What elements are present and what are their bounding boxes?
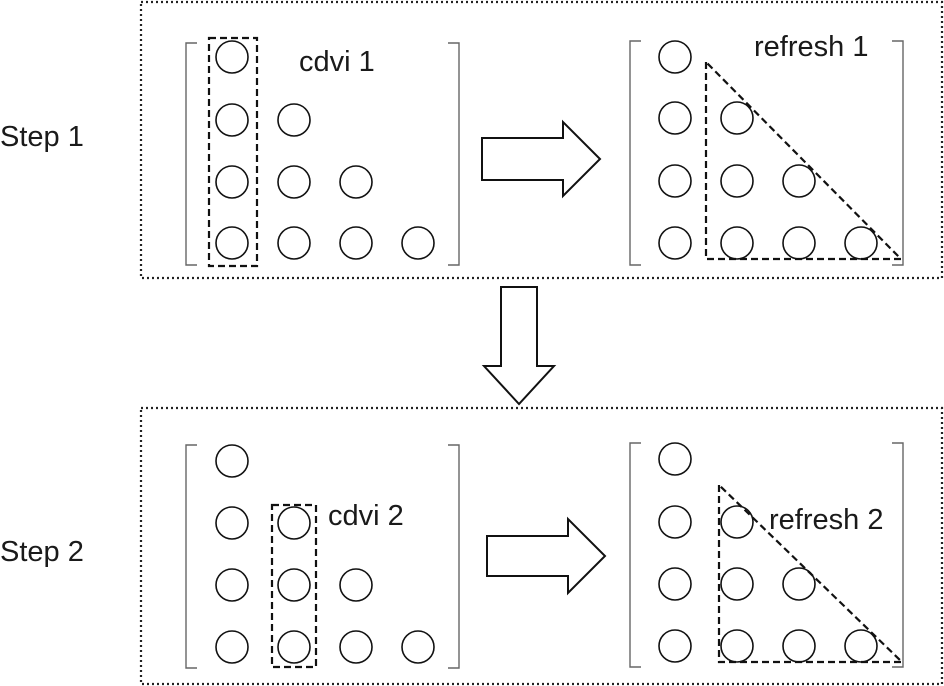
matrix-entry xyxy=(658,101,692,135)
right-bracket xyxy=(892,442,904,668)
step-2-label: Step 2 xyxy=(0,536,84,568)
matrix-entry xyxy=(720,629,754,663)
matrix-entry xyxy=(277,630,311,664)
refresh-caption: refresh 2 xyxy=(769,504,883,536)
left-bracket xyxy=(185,444,197,669)
matrix-entry xyxy=(844,226,878,260)
matrix-entry xyxy=(215,630,249,664)
matrix-entry xyxy=(339,226,373,260)
right-bracket xyxy=(892,40,904,266)
step-1-cdvi-matrix: cdvi 1 xyxy=(185,36,460,268)
matrix-entry xyxy=(658,226,692,260)
matrix-entry xyxy=(720,226,754,260)
matrix-entry xyxy=(782,567,816,601)
matrix-entry xyxy=(658,567,692,601)
matrix-entry xyxy=(215,444,249,478)
matrix-entry xyxy=(658,505,692,539)
matrix-entry xyxy=(215,506,249,540)
matrix-entry xyxy=(720,101,754,135)
step-1-panel: cdvi 1 refresh 1 xyxy=(139,0,944,280)
matrix-entry xyxy=(782,226,816,260)
matrix-entry xyxy=(277,568,311,602)
matrix-entry xyxy=(658,40,692,74)
matrix-entry xyxy=(782,629,816,663)
step-1-frame xyxy=(139,0,944,280)
matrix-entry xyxy=(339,568,373,602)
column-highlight-box xyxy=(207,36,259,268)
step-1-refresh-matrix: refresh 1 xyxy=(629,31,904,266)
right-arrow xyxy=(486,516,607,596)
matrix-entry xyxy=(401,630,435,664)
matrix-entry xyxy=(720,505,754,539)
down-arrow xyxy=(481,286,557,406)
matrix-entry xyxy=(844,629,878,663)
matrix-entry xyxy=(339,630,373,664)
matrix-entry xyxy=(215,568,249,602)
matrix-entry xyxy=(720,164,754,198)
matrix-entry xyxy=(658,442,692,476)
step-1-label: Step 1 xyxy=(0,121,84,153)
matrix-entry xyxy=(277,226,311,260)
right-bracket xyxy=(448,42,460,266)
triangle-highlight xyxy=(704,59,904,261)
matrix-entry xyxy=(215,226,249,260)
left-bracket xyxy=(185,42,197,266)
matrix-entry xyxy=(658,629,692,663)
cdvi-caption: cdvi 2 xyxy=(328,500,404,532)
refresh-caption: refresh 1 xyxy=(754,31,868,63)
step-2-frame xyxy=(139,406,944,686)
matrix-entry xyxy=(215,165,249,199)
right-arrow xyxy=(481,119,602,199)
matrix-entry xyxy=(215,40,249,74)
left-bracket xyxy=(629,40,641,266)
matrix-entry xyxy=(401,226,435,260)
matrix-entry xyxy=(720,567,754,601)
matrix-entry xyxy=(339,165,373,199)
left-bracket xyxy=(629,442,641,668)
step-2-refresh-matrix: refresh 2 xyxy=(629,442,905,668)
step-2-cdvi-matrix: cdvi 2 xyxy=(185,444,460,669)
matrix-entry xyxy=(277,103,311,137)
matrix-entry xyxy=(782,164,816,198)
matrix-entry xyxy=(277,165,311,199)
matrix-entry xyxy=(658,164,692,198)
triangle-highlight xyxy=(717,482,905,664)
right-bracket xyxy=(448,444,460,669)
matrix-entry xyxy=(277,506,311,540)
column-highlight-box xyxy=(270,503,318,669)
cdvi-caption: cdvi 1 xyxy=(299,46,375,78)
matrix-entry xyxy=(215,103,249,137)
step-2-panel: cdvi 2 refresh 2 xyxy=(139,406,944,686)
